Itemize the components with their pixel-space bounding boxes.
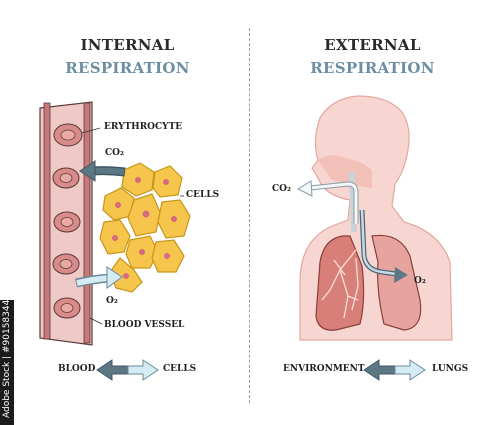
lungs: [315, 234, 422, 331]
blood-cells-exchange-arrow: [96, 359, 159, 381]
label-o2-internal: O₂: [106, 296, 118, 306]
erythrocyte: [53, 297, 81, 319]
o2-arrow-external: [359, 209, 408, 283]
erythrocyte: [52, 167, 80, 189]
label-lungs: LUNGS: [432, 364, 469, 374]
label-cells-exchange: CELLS: [163, 364, 197, 374]
label-co2-external: CO₂: [272, 184, 291, 194]
erythrocyte: [53, 211, 81, 233]
label-o2-external: O₂: [414, 276, 426, 286]
label-cells: CELLS: [186, 190, 220, 200]
external-title-line2: RESPIRATION: [310, 59, 435, 77]
panel-divider: [249, 28, 250, 403]
label-co2-internal: CO₂: [105, 148, 124, 158]
label-environment: ENVIRONMENT: [283, 364, 365, 374]
stock-id-strip: Adobe Stock | #901583447: [0, 294, 14, 425]
o2-arrow-internal: [75, 266, 123, 289]
erythrocytes: [52, 123, 83, 319]
environment-lungs-exchange-arrow: [363, 359, 426, 381]
stock-id-text: Adobe Stock | #901583447: [2, 293, 12, 418]
cell-nuclei: [112, 177, 177, 279]
label-blood-vessel: BLOOD VESSEL: [104, 320, 185, 330]
erythrocyte: [52, 253, 80, 275]
co2-arrow-internal: [79, 160, 126, 182]
label-erythrocyte: ERYTHROCYTE: [104, 122, 183, 132]
erythrocyte: [53, 123, 83, 147]
label-blood: BLOOD: [58, 364, 96, 374]
internal-title-line2: RESPIRATION: [65, 59, 190, 77]
internal-title-line1: INTERNAL: [80, 36, 175, 54]
external-title-line1: EXTERNAL: [324, 36, 421, 54]
co2-arrow-external: [296, 180, 359, 224]
